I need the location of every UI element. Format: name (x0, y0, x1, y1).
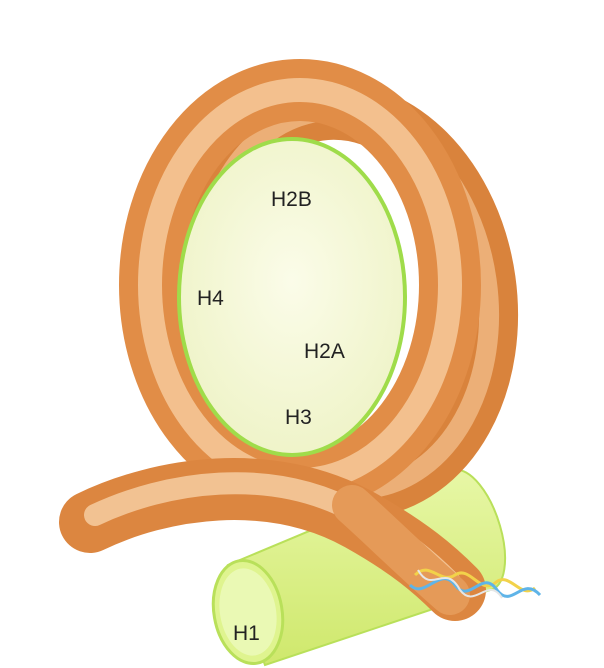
label-h1: H1 (233, 622, 260, 645)
label-h4: H4 (197, 287, 224, 310)
label-h3: H3 (285, 406, 312, 429)
label-h2a: H2A (304, 340, 345, 363)
label-h2b: H2B (271, 188, 312, 211)
